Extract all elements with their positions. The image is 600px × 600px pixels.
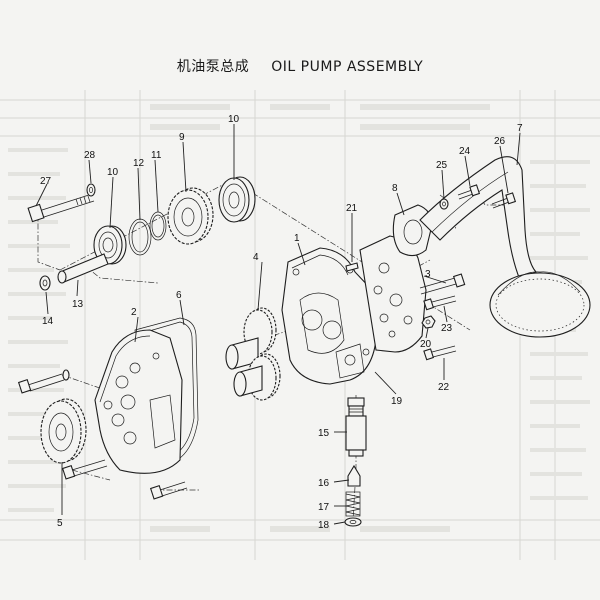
washer-28 (86, 183, 96, 197)
ring-11 (149, 211, 167, 241)
part-label-26: 26 (494, 136, 506, 147)
plug-18 (344, 517, 362, 527)
diagram-title: 机油泵总成 OIL PUMP ASSEMBLY (0, 56, 600, 76)
part-label-25: 25 (436, 160, 448, 171)
bolt-23 (423, 295, 457, 311)
part-label-19: 19 (391, 396, 403, 407)
part-label-10-right: 10 (228, 114, 240, 125)
part-label-7: 7 (517, 123, 523, 134)
part-label-5: 5 (57, 518, 63, 529)
gear-5 (40, 398, 87, 464)
part-label-17: 17 (318, 502, 330, 513)
part-label-28: 28 (84, 150, 96, 161)
part-label-23: 23 (441, 323, 453, 334)
part-label-4: 4 (253, 252, 259, 263)
part-label-16: 16 (318, 478, 330, 489)
title-chinese: 机油泵总成 (176, 59, 250, 75)
part-label-3: 3 (425, 269, 431, 280)
part-label-15: 15 (318, 428, 330, 439)
flange-8 (392, 204, 433, 257)
part-label-6: 6 (176, 290, 182, 301)
part-label-24: 24 (459, 146, 471, 157)
part-label-1: 1 (294, 233, 300, 244)
part-label-2: 2 (131, 307, 137, 318)
gear-pair-4 (225, 307, 281, 401)
relief-valve-15 (345, 397, 367, 457)
part-label-9: 9 (179, 132, 185, 143)
pump-body-1 (281, 247, 377, 385)
bearing-10-left (93, 225, 127, 265)
shaft-13 (57, 253, 109, 284)
bolt-22 (423, 345, 457, 361)
spring-17 (345, 491, 361, 517)
gear-9 (167, 187, 214, 245)
pump-cover-2 (94, 329, 183, 474)
plunger-16 (347, 464, 361, 487)
suction-pipe-7 (419, 156, 537, 281)
bolt-26 (491, 192, 517, 209)
part-label-21: 21 (346, 203, 358, 214)
part-label-20: 20 (420, 339, 432, 350)
cover-bolts (17, 369, 188, 500)
long-bolt-27 (27, 193, 95, 223)
pin-21 (345, 262, 359, 272)
bolt-3 (419, 273, 466, 295)
part-label-12: 12 (133, 158, 145, 169)
part-label-18: 18 (318, 520, 330, 531)
part-label-14: 14 (42, 316, 54, 327)
leader-lines (35, 124, 521, 525)
title-english: OIL PUMP ASSEMBLY (271, 59, 424, 75)
bearing-10-right (218, 176, 256, 223)
washer-14 (39, 275, 51, 291)
nut-20 (421, 315, 436, 329)
snap-ring-12 (128, 218, 152, 256)
part-label-8: 8 (392, 183, 398, 194)
part-label-11: 11 (151, 150, 162, 161)
bolt-24 (457, 184, 481, 200)
part-label-13: 13 (72, 299, 84, 310)
part-label-10-left: 10 (107, 167, 119, 178)
part-label-27: 27 (40, 176, 52, 187)
part-label-22: 22 (438, 382, 450, 393)
washer-25 (439, 198, 449, 210)
strainer (489, 271, 591, 338)
part-number-labels: 1 2 3 4 5 6 7 8 9 10 10 11 12 13 14 15 1… (40, 114, 523, 531)
